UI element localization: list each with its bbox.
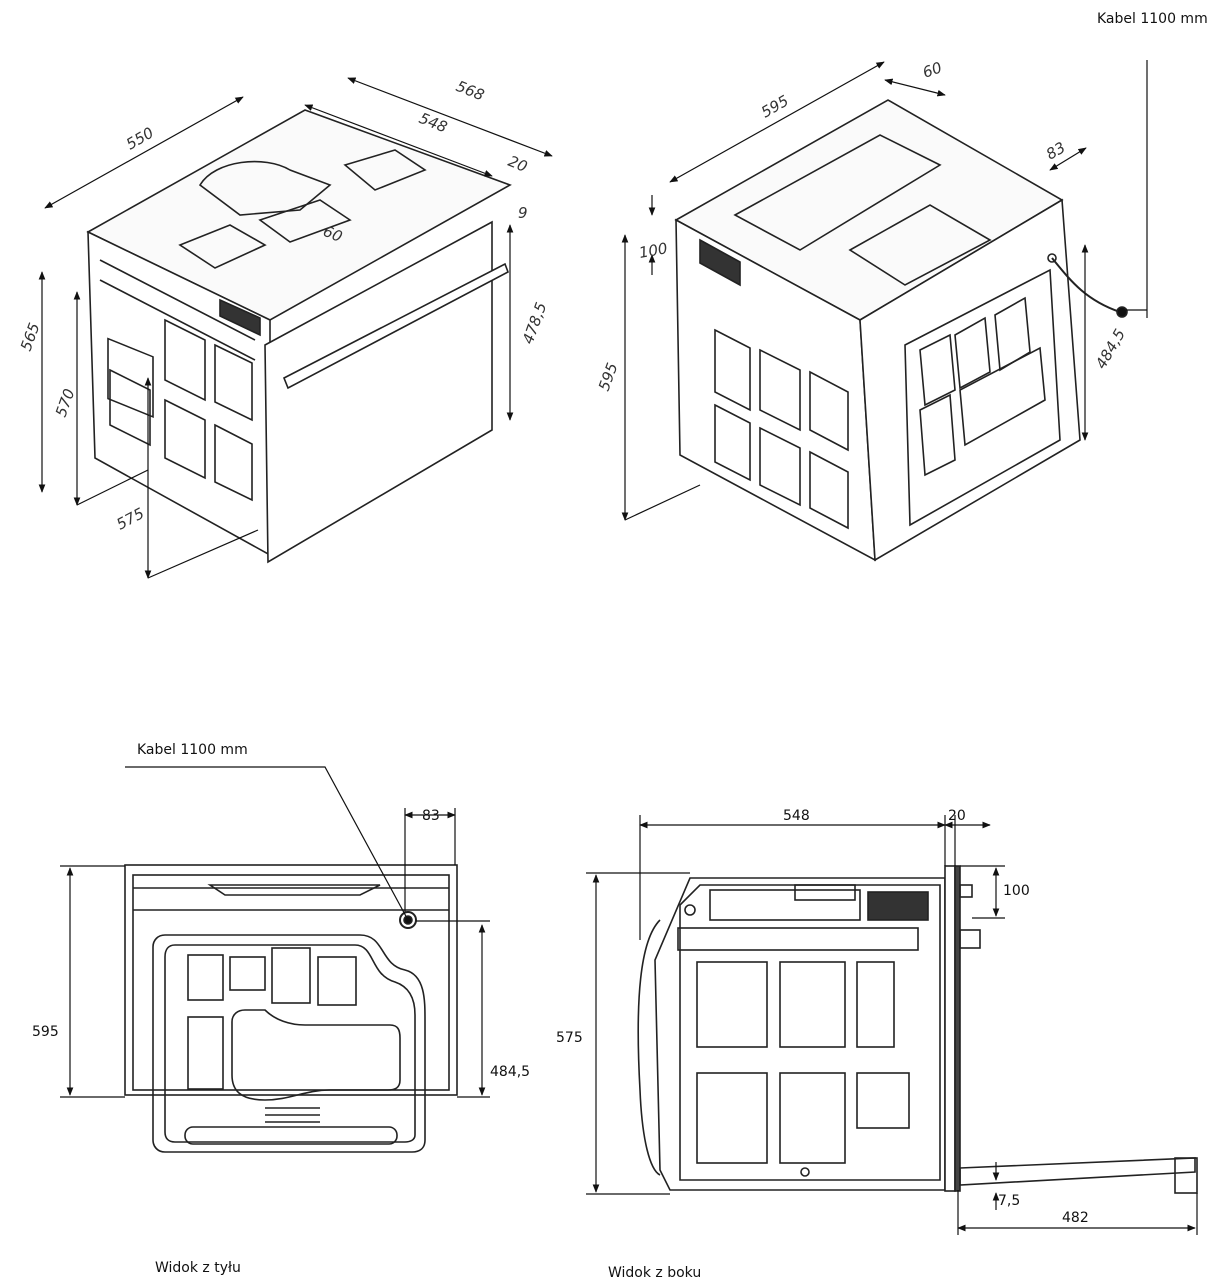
caption-rear-view: Widok z tyłu [155,1260,241,1276]
rear-view-labels: Kabel 1100 mm 83 595 484,5 Widok z tyłu [32,742,530,1276]
dim-548: 548 [417,109,450,136]
dim-595-height: 595 [595,360,622,393]
dim-550: 550 [123,124,157,154]
iso-rear-dimensions [621,60,1148,521]
dim-548-side: 548 [783,808,810,824]
dim-20: 20 [506,152,530,176]
dim-568: 568 [454,77,487,104]
dim-484-rear-iso: 484,5 [1092,326,1129,372]
dim-570: 570 [52,386,79,419]
dim-60-rear: 60 [920,58,944,81]
dim-83: 83 [422,808,440,824]
dim-482: 482 [1062,1210,1089,1226]
rear-view-dimensions [60,766,490,1098]
dim-478: 478,5 [519,300,551,347]
dim-565: 565 [17,320,44,353]
dim-575: 575 [113,504,147,533]
iso-front-view [86,109,512,564]
dim-20-side: 20 [948,808,966,824]
dim-575-side: 575 [556,1030,583,1046]
caption-side-view: Widok z boku [608,1265,701,1281]
iso-rear-view [674,99,1128,562]
dim-100-rear: 100 [638,239,669,262]
cable-label-top: Kabel 1100 mm [1097,11,1208,27]
side-view-labels: 548 20 100 575 7,5 482 Widok z boku [556,808,1089,1281]
dim-7-5: 7,5 [998,1193,1020,1209]
dim-484: 484,5 [490,1064,530,1080]
dim-100-side: 100 [1003,883,1030,899]
dim-60: 60 [321,222,345,246]
rear-view-drawing [124,864,458,1153]
iso-front-dimensions [38,77,553,579]
dim-9: 9 [518,204,528,222]
dim-83-rear: 83 [1043,138,1069,163]
cable-label-rear: Kabel 1100 mm [137,742,248,758]
dim-595: 595 [32,1024,59,1040]
side-view-drawing [637,865,1198,1194]
side-view-dimensions [586,815,1198,1235]
